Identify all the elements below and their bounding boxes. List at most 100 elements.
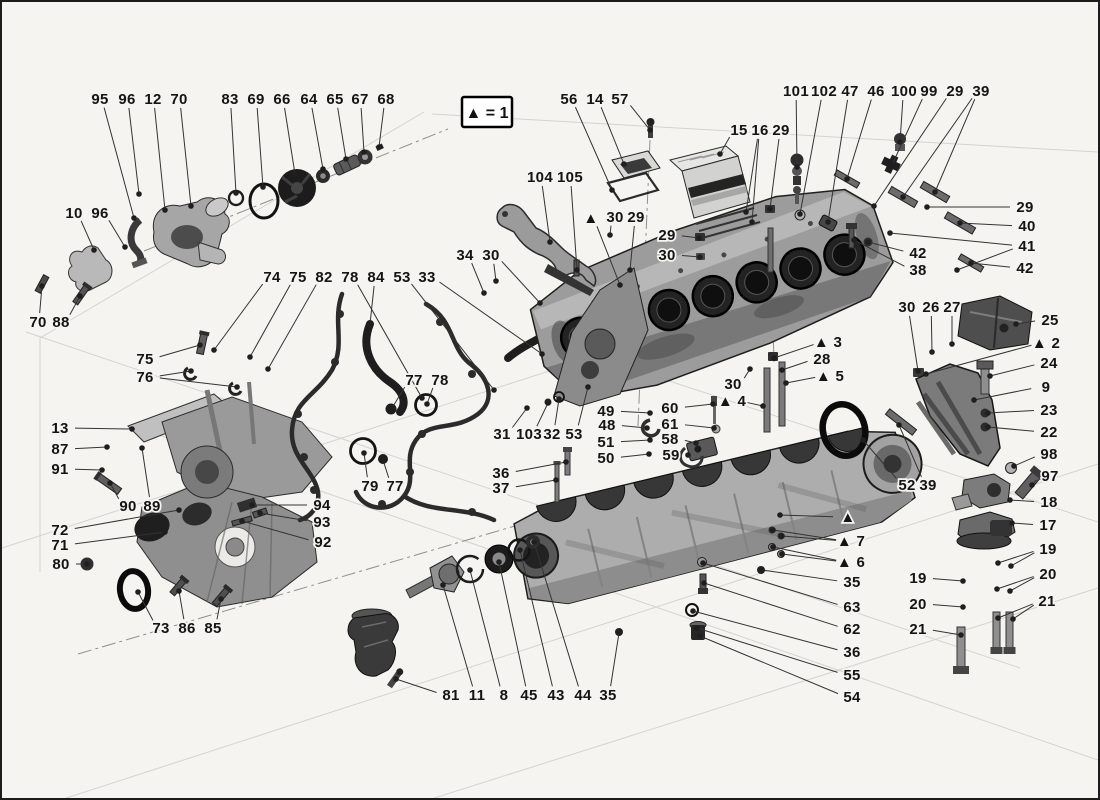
part-point	[467, 567, 473, 573]
leader-line	[109, 482, 120, 500]
part-point	[987, 373, 993, 379]
part-point	[393, 676, 399, 682]
part-label: 16	[751, 122, 768, 139]
leader-line	[74, 531, 166, 545]
part-label: 42	[1016, 260, 1033, 277]
part-point	[380, 457, 386, 463]
leader-line	[827, 99, 849, 223]
part-label: 24	[1040, 355, 1058, 372]
part-point	[607, 232, 613, 238]
part-label: 54	[843, 689, 861, 706]
part-point	[84, 561, 90, 567]
leader-line	[970, 262, 1011, 268]
part-point	[162, 207, 168, 213]
part-label: 77	[386, 478, 403, 495]
part-point	[851, 237, 857, 243]
part-label: 11	[469, 687, 485, 704]
rear-main-o-ring	[819, 401, 869, 459]
part-label: 8	[500, 687, 509, 704]
part-point	[995, 615, 1001, 621]
leader-line	[600, 107, 625, 165]
part-label: 33	[418, 269, 435, 286]
part-point	[361, 450, 367, 456]
part-point	[770, 544, 776, 550]
part-label: 48	[598, 417, 615, 434]
oil-funnel	[347, 608, 404, 689]
leader-line	[684, 424, 715, 429]
part-point	[233, 190, 239, 196]
part-label: 55	[843, 667, 860, 684]
part-point	[107, 480, 113, 486]
part-point	[644, 425, 650, 431]
leader-line	[536, 402, 549, 427]
part-label: 20	[1039, 566, 1056, 583]
part-label: 23	[1040, 402, 1057, 419]
leader-line	[178, 590, 185, 620]
leader-line	[799, 99, 822, 215]
part-point	[197, 342, 203, 348]
leader-line	[216, 598, 222, 620]
part-point	[176, 588, 182, 594]
part-point	[496, 559, 502, 565]
part-label: 101	[783, 83, 809, 100]
leader-line	[360, 107, 365, 153]
part-label: ▲ 7	[837, 533, 865, 550]
part-point	[249, 502, 255, 508]
leader-line	[696, 627, 838, 673]
part-label: 63	[843, 599, 860, 616]
leader-line	[956, 248, 1013, 271]
part-point	[218, 596, 224, 602]
part-point	[539, 351, 545, 357]
part-label: ▲ 2	[1032, 335, 1060, 352]
leader-line	[932, 604, 964, 608]
part-point	[779, 551, 785, 557]
leader-line	[751, 138, 760, 223]
part-label: 38	[909, 262, 926, 279]
part-point	[424, 401, 430, 407]
part-point	[985, 424, 991, 430]
part-label: 70	[29, 314, 46, 331]
part-point	[376, 144, 382, 150]
part-point	[696, 235, 702, 241]
part-label: 35	[843, 574, 860, 591]
leader-line	[684, 403, 714, 408]
part-label: 81	[442, 687, 459, 704]
leader-line	[369, 285, 375, 325]
part-point	[553, 477, 559, 483]
block-studs	[763, 352, 918, 459]
part-point	[889, 162, 895, 168]
part-label: 29	[627, 209, 644, 226]
part-point	[747, 366, 753, 372]
part-point	[91, 247, 97, 253]
leader-line	[80, 220, 95, 251]
part-point	[915, 368, 921, 374]
part-label: 103	[516, 426, 542, 443]
part-label: 35	[599, 687, 616, 704]
part-point	[929, 349, 935, 355]
leader-line	[554, 398, 560, 426]
leader-line	[959, 222, 1013, 227]
leader-line	[411, 283, 495, 391]
part-point	[647, 410, 653, 416]
leader-line	[154, 107, 166, 211]
part-point	[960, 578, 966, 584]
part-point	[265, 366, 271, 372]
leader-line	[1009, 499, 1035, 503]
part-point	[234, 384, 240, 390]
part-point	[694, 625, 700, 631]
part-label: 77	[405, 372, 422, 389]
part-point	[531, 539, 537, 545]
leader-line	[1011, 522, 1034, 525]
part-label: 60	[661, 400, 678, 417]
part-point	[609, 187, 615, 193]
part-point	[697, 633, 703, 639]
part-label: 34	[456, 247, 474, 264]
bypass-pipe	[127, 217, 145, 264]
part-point	[995, 560, 1001, 566]
part-label: 39	[919, 477, 936, 494]
part-label: 47	[841, 83, 858, 100]
part-label: 52	[898, 477, 915, 494]
part-point	[760, 403, 766, 409]
part-label: 50	[597, 450, 614, 467]
part-point	[1010, 616, 1016, 622]
